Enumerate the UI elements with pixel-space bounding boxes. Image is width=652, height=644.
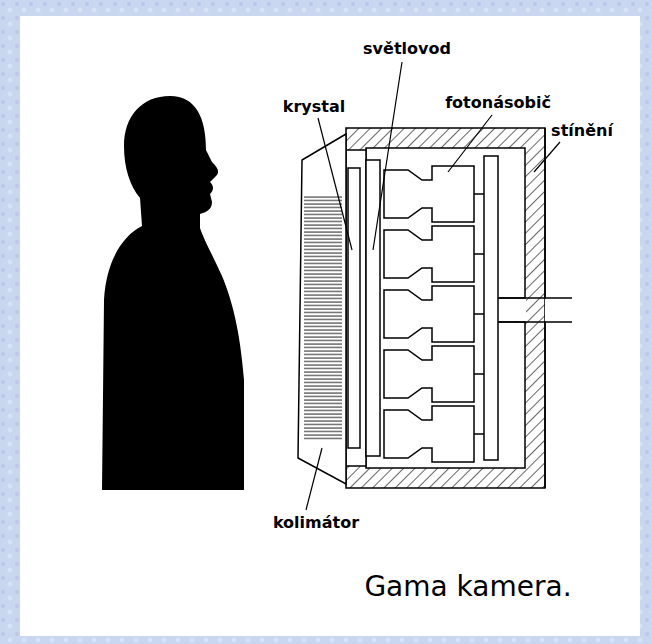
white-panel: [20, 16, 640, 636]
light-guide: [366, 160, 380, 456]
part-label: stínění: [551, 122, 613, 140]
crystal: [348, 168, 360, 448]
part-label: krystal: [283, 98, 345, 116]
output-cable: [498, 298, 572, 322]
part-label: světlovod: [363, 40, 451, 58]
electronics-bar: [484, 156, 498, 460]
part-label: fotonásobič: [445, 94, 551, 112]
part-label: kolimátor: [273, 514, 359, 532]
shielding: [346, 128, 545, 488]
front-opening: [346, 150, 366, 466]
leader-lines: [306, 62, 560, 510]
pm-connections: [474, 194, 484, 434]
caption: Gama kamera.: [364, 572, 571, 603]
collimator: [298, 134, 346, 484]
collimator-septa: [304, 196, 342, 440]
photomultipliers: [384, 166, 474, 462]
person-silhouette: [102, 96, 244, 490]
